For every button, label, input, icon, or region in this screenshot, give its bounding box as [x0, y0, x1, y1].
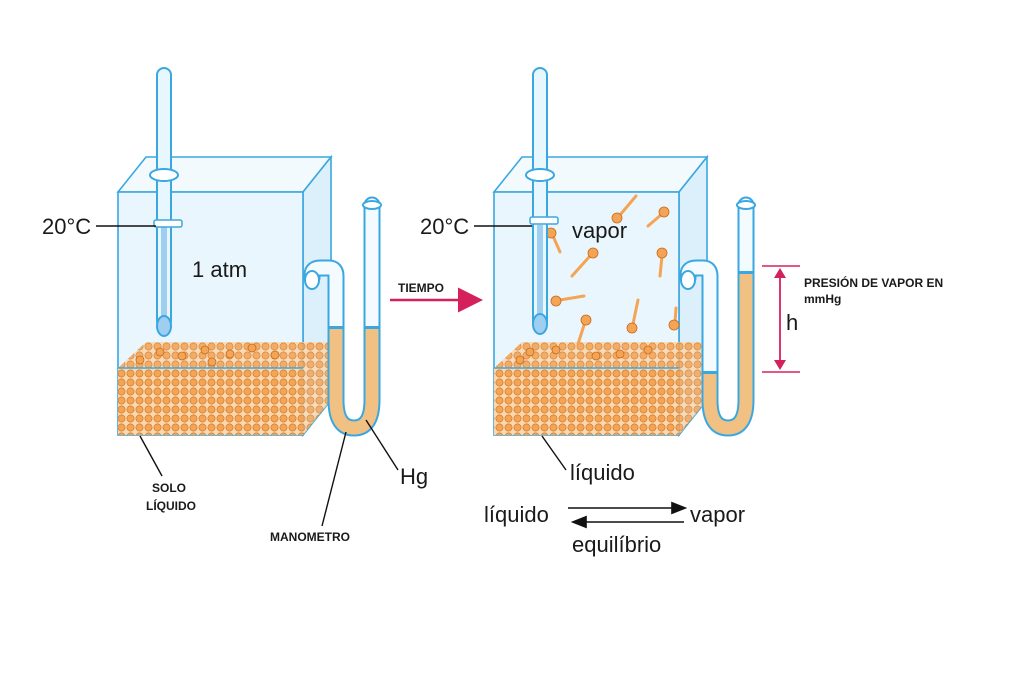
pressure-note-line2: mmHg	[804, 292, 841, 306]
left-pressure-label: 1 atm	[192, 257, 247, 282]
tiempo-arrow: TIEMPO	[390, 281, 483, 313]
vapor-molecules	[545, 194, 680, 346]
vapor-label: vapor	[572, 218, 627, 243]
left-apparatus: 20°C 1 atm SOLO LÍQUIDO Hg MANOMETRO	[42, 67, 428, 544]
hg-label: Hg	[400, 464, 428, 489]
right-liquid-side	[679, 342, 707, 435]
pressure-note-line1: PRESIÓN DE VAPOR EN	[804, 275, 943, 290]
right-surface-molecules	[515, 345, 653, 365]
right-thermometer	[525, 67, 559, 335]
equilibrium: líquido vapor equilíbrio	[484, 501, 745, 557]
right-liquid-front	[494, 368, 679, 435]
left-manometer	[303, 196, 382, 437]
manometer-label: MANOMETRO	[270, 530, 350, 544]
right-liquid-top	[494, 342, 707, 368]
tiempo-label: TIEMPO	[398, 281, 444, 295]
right-liquid-label: líquido	[570, 460, 635, 485]
eq-liquid-label: líquido	[484, 502, 549, 527]
left-surface-molecules	[135, 343, 280, 367]
eq-vapor-label: vapor	[690, 502, 745, 527]
left-liquid-top	[118, 342, 331, 368]
h-label: h	[786, 310, 798, 335]
left-thermometer	[149, 67, 183, 337]
right-manometer	[679, 196, 756, 437]
h-measurement: h	[762, 265, 800, 373]
right-apparatus: h 20°C vapor PRESIÓN DE VAPOR EN mmHg lí…	[420, 67, 943, 485]
right-temperature-label: 20°C	[420, 214, 469, 239]
left-liquid-front	[118, 368, 303, 435]
solo-label: SOLO	[152, 481, 186, 495]
left-temperature-label: 20°C	[42, 214, 91, 239]
liquido-label: LÍQUIDO	[146, 498, 196, 513]
left-liquid-side	[303, 342, 331, 435]
eq-label: equilíbrio	[572, 532, 661, 557]
